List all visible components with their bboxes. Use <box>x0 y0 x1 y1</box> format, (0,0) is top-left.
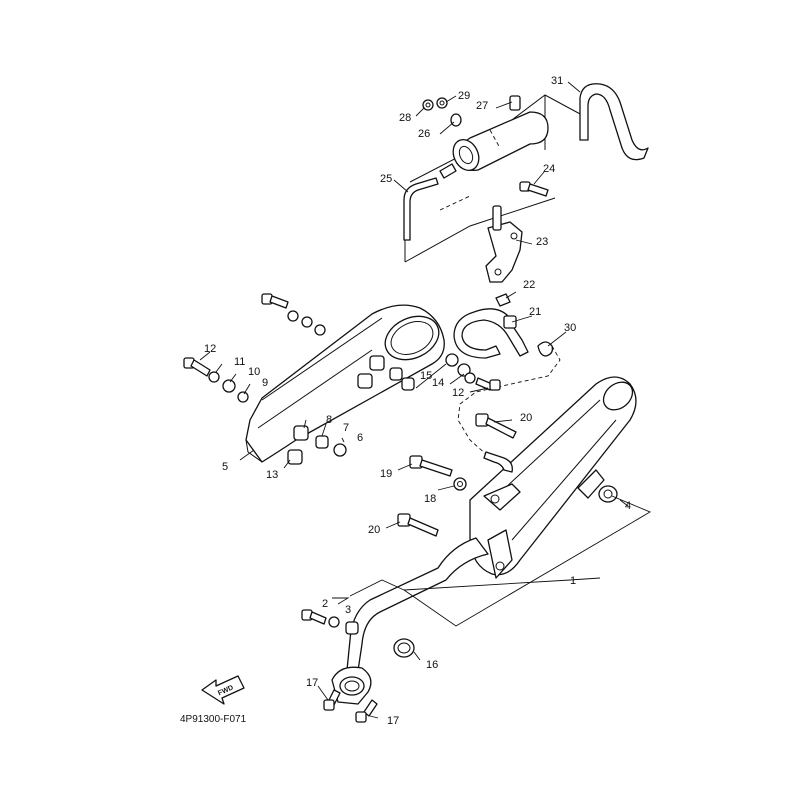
callout-6: 6 <box>357 432 363 444</box>
washer-part-15 <box>445 353 459 367</box>
callout-1: 1 <box>570 575 576 587</box>
bolt-part-17-left <box>323 689 341 711</box>
canister-part-27 <box>439 95 549 179</box>
callout-27: 27 <box>476 100 488 112</box>
callout-9: 9 <box>262 377 268 389</box>
hose-part-31 <box>579 83 649 161</box>
callout-16: 16 <box>426 659 438 671</box>
washer-part-18 <box>453 477 467 491</box>
callout-10: 10 <box>248 366 260 378</box>
callout-3: 3 <box>345 604 351 616</box>
callout-21: 21 <box>529 306 541 318</box>
callout-30: 30 <box>564 322 576 334</box>
hose-part-25 <box>403 177 439 241</box>
bolt-part-20-upper <box>475 413 517 439</box>
callout-7: 7 <box>343 422 349 434</box>
collar-part-10 <box>222 379 236 393</box>
callout-12-right: 12 <box>452 387 464 399</box>
bolt-part-17-right <box>355 699 378 723</box>
drawing-code: 4P91300-F071 <box>180 714 247 725</box>
callout-labels: 1 2 3 4 5 6 7 8 9 10 11 12 12 13 14 15 1… <box>204 75 631 727</box>
callout-31: 31 <box>551 75 563 87</box>
callout-20-lower: 20 <box>368 524 380 536</box>
washer-part-11 <box>208 371 220 383</box>
callout-20-upper: 20 <box>520 412 532 424</box>
bracket-assembly <box>485 181 549 307</box>
callout-19: 19 <box>380 468 392 480</box>
washer-part-14 <box>464 372 476 384</box>
callout-26: 26 <box>418 128 430 140</box>
callout-8: 8 <box>326 414 332 426</box>
callout-18: 18 <box>424 493 436 505</box>
washer-part-29 <box>436 97 448 109</box>
callout-28: 28 <box>399 112 411 124</box>
callout-24: 24 <box>543 163 555 175</box>
washer-part-6 <box>333 443 347 457</box>
bolt-part-12-right <box>475 377 501 391</box>
air-canister-assembly <box>403 83 649 263</box>
washer-part-9 <box>237 391 249 403</box>
shield-fasteners <box>183 293 501 465</box>
muffler-part-1 <box>331 376 637 705</box>
callout-17-right: 17 <box>387 715 399 727</box>
callout-17-left: 17 <box>306 677 318 689</box>
collar-part-3 <box>345 621 359 635</box>
muffler-bolts <box>397 413 517 537</box>
grommet-part-26 <box>450 113 462 127</box>
bolt-part-12-left <box>183 357 211 377</box>
leader-lines <box>199 81 652 719</box>
callout-14: 14 <box>432 377 444 389</box>
callout-5: 5 <box>222 461 228 473</box>
collar-part-13 <box>287 449 303 465</box>
callout-12-left: 12 <box>204 343 216 355</box>
callout-11: 11 <box>234 356 245 368</box>
callout-22: 22 <box>523 279 535 291</box>
damper-part-4 <box>598 485 618 503</box>
callout-29: 29 <box>458 90 470 102</box>
lower-fasteners <box>301 609 415 723</box>
bolt-part-2 <box>301 609 327 625</box>
callout-15: 15 <box>420 370 432 382</box>
callout-13: 13 <box>266 469 278 481</box>
bolt-part-24 <box>519 181 549 197</box>
callout-25: 25 <box>380 173 392 185</box>
callout-4: 4 <box>625 500 631 512</box>
nut-part-28 <box>422 99 434 111</box>
fwd-arrow-icon: FWD <box>201 675 245 705</box>
bracket-part-23 <box>485 221 523 283</box>
collar-part-7 <box>315 435 329 449</box>
clip-part-22 <box>495 293 511 307</box>
gasket-part-16 <box>393 638 415 658</box>
bolt-part-19 <box>409 455 453 477</box>
collar-part-8 <box>293 425 309 441</box>
hose-part-21 <box>453 308 561 457</box>
callout-23: 23 <box>536 236 548 248</box>
callout-2: 2 <box>322 598 328 610</box>
bolt-part-20-lower <box>397 513 439 537</box>
heat-shield-part-5 <box>245 304 445 463</box>
